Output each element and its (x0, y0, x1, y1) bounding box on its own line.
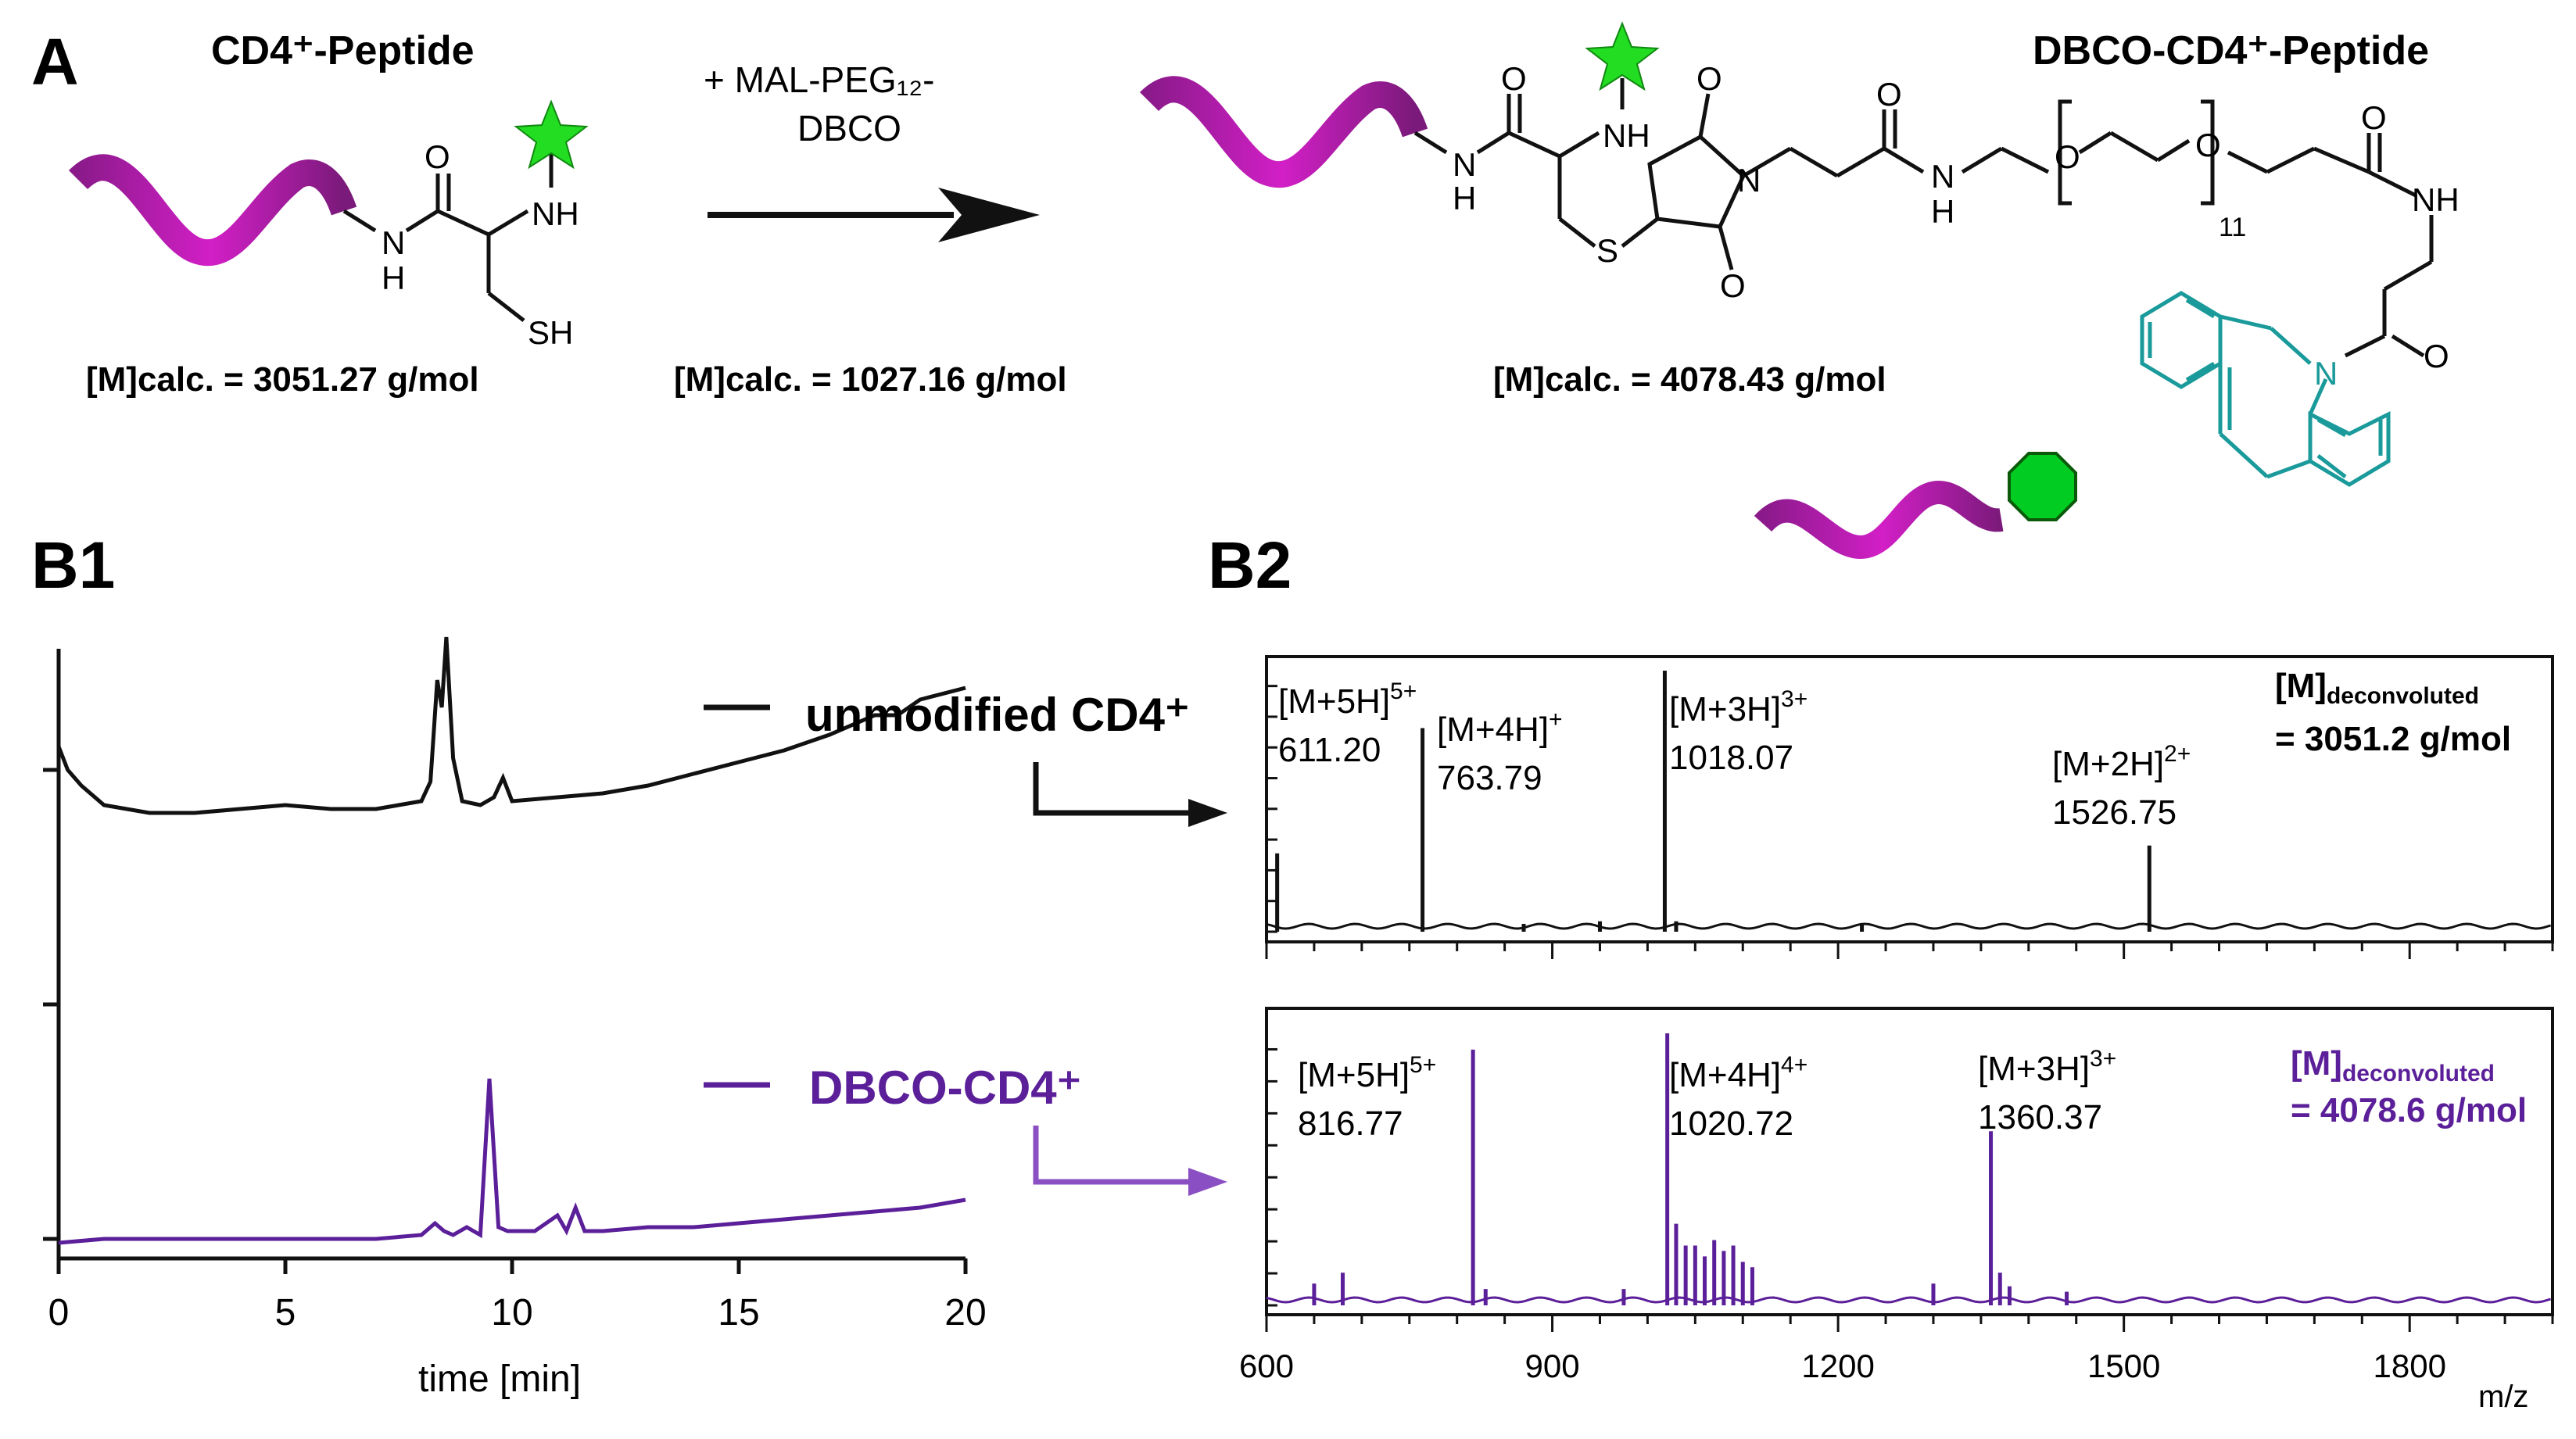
ms-top-frame (1265, 655, 2554, 943)
atom-label: N (1453, 146, 1476, 183)
ms-mz-label: 1526.75 (2052, 793, 2177, 832)
atom-label: S (1596, 232, 1618, 269)
ms-ion-label: [M+5H]5+ (1278, 678, 1417, 721)
ms-top-deconv-label: [M]deconvoluted (2275, 667, 2479, 709)
panel-label-a: A (31, 25, 79, 98)
ms-mz-label: 1360.37 (1978, 1098, 2102, 1137)
atom-label: O (1501, 60, 1527, 97)
ms-ion-label: [M+4H]+ (1437, 707, 1563, 749)
ms-mz-label: 1020.72 (1669, 1104, 1793, 1143)
atom-label: O (2424, 338, 2449, 374)
ms-ion-charge: 4+ (1781, 1052, 1807, 1078)
hplc-chart: 0 5 10 15 20 time [min] unmodified CD4⁺ DBCO… (43, 636, 1227, 1400)
ms-x-axis-label: m/z (2478, 1380, 2528, 1414)
ms-ion-charge: 3+ (1781, 686, 1807, 712)
hplc-x-tick-label: 5 (275, 1292, 296, 1333)
fluorophore-star-icon (514, 99, 589, 170)
atom-label: NH (532, 195, 579, 232)
panel-label-b1: B1 (31, 528, 115, 602)
atom-label: SH (528, 314, 573, 351)
product-mass: [M]calc. = 4078.43 g/mol (1493, 360, 1886, 399)
ms-ion-label: [M+2H]2+ (2052, 741, 2191, 783)
reagent-mass: [M]calc. = 1027.16 g/mol (674, 360, 1067, 399)
panel-label-b2: B2 (1208, 528, 1292, 602)
atom-label: H (382, 260, 405, 296)
reactant-mass: [M]calc. = 3051.27 g/mol (86, 360, 479, 399)
peg-repeat-count: 11 (2219, 213, 2246, 242)
ms-top-chart: [M+5H]5+ 611.20 [M+4H]+ 763.79 [M+3H]3+ 1018.… (1265, 655, 2554, 959)
atom-label: O (2361, 99, 2387, 136)
ms-top-deconv-value: = 3051.2 g/mol (2275, 720, 2511, 758)
ms-bottom-deconv-value: = 4078.6 g/mol (2291, 1091, 2527, 1129)
hplc-x-tick-label: 15 (718, 1292, 759, 1333)
ms-ion-charge: 5+ (1390, 678, 1417, 704)
hplc-x-tick-label: 20 (944, 1292, 986, 1333)
atom-label: H (1931, 193, 1954, 230)
ms-ion-charge: 3+ (2090, 1046, 2116, 1072)
hplc-x-tick-label: 0 (48, 1292, 70, 1333)
hplc-x-axis-label: time [min] (418, 1358, 581, 1400)
product-title: DBCO-CD4⁺-Peptide (2033, 28, 2429, 73)
reagent-line1: + MAL-PEG₁₂- (704, 59, 934, 100)
ms-x-tick-label: 1500 (2087, 1348, 2160, 1384)
atom-label: O (2195, 127, 2221, 163)
reactant-structure (342, 152, 554, 322)
atom-label: N (1931, 158, 1954, 195)
ms-x-tick-label: 900 (1525, 1348, 1580, 1384)
dbco-structure (2140, 291, 2391, 487)
hplc-trace-unmodified (56, 636, 966, 815)
ms-ion-charge: + (1549, 707, 1563, 732)
atom-label: O (1696, 60, 1722, 97)
ms-x-tick-label: 1800 (2374, 1348, 2446, 1384)
ms-x-tick-label: 1200 (1801, 1348, 1874, 1384)
reaction-arrow (708, 188, 1040, 242)
ms-mz-label: 611.20 (1278, 731, 1381, 769)
ms-mz-label: 1018.07 (1669, 739, 1793, 777)
atom-label: NH (1603, 117, 1650, 154)
atom-label-dbco: N (2314, 355, 2338, 392)
reagent-line2: DBCO (797, 108, 901, 149)
ms-ion-label: [M+4H]4+ (1669, 1052, 1807, 1094)
hplc-trace-dbco (58, 1078, 966, 1245)
ms-bottom-deconv-label: [M]deconvoluted (2291, 1044, 2495, 1086)
atom-label: N (1737, 162, 1761, 199)
ms-ion-charge: 2+ (2164, 741, 2191, 767)
ms-x-tick-label: 600 (1239, 1348, 1294, 1384)
ms-baseline (1266, 1296, 2552, 1304)
product-structure (1413, 78, 2434, 358)
reactant-peptide-ribbon (68, 154, 357, 267)
ms-ion-label: [M+5H]5+ (1298, 1052, 1436, 1094)
atom-label: O (1876, 76, 1902, 113)
legend-label-dbco: DBCO-CD4⁺ (809, 1061, 1081, 1114)
ms-mz-label: 763.79 (1437, 759, 1542, 797)
atom-label: H (1453, 180, 1476, 217)
conjugate-legend-icon (1754, 452, 2077, 560)
ms-ion-label: [M+3H]3+ (1669, 686, 1807, 728)
link-arrow-top (1033, 762, 1227, 827)
ms-mz-label: 816.77 (1298, 1104, 1403, 1143)
atom-label: O (425, 138, 450, 175)
legend-label-unmodified: unmodified CD4⁺ (805, 689, 1190, 741)
product-star-icon (1585, 21, 1660, 91)
link-arrow-bottom (1033, 1126, 1227, 1196)
atom-label: O (2055, 138, 2080, 175)
hplc-x-tick-label: 10 (491, 1292, 532, 1333)
ms-ion-label: [M+3H]3+ (1978, 1046, 2116, 1088)
reactant-title: CD4⁺-Peptide (211, 28, 475, 73)
atom-label: N (382, 224, 405, 261)
product-peptide-ribbon (1139, 76, 1428, 188)
ms-bottom-chart: 600 900 1200 1500 1800 [M+5H]5+ 816.77 [M+4H]4… (1239, 1007, 2554, 1414)
atom-label: NH (2412, 181, 2460, 218)
ms-ion-charge: 5+ (1410, 1052, 1436, 1078)
atom-label: O (1720, 267, 1746, 304)
ms-bottom-frame (1265, 1007, 2554, 1316)
ms-baseline (1266, 922, 2552, 930)
